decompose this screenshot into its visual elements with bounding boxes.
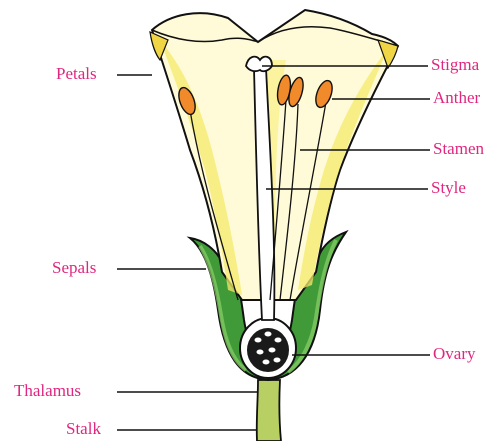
label-stigma: Stigma (431, 55, 479, 75)
stalk-shape (257, 380, 281, 441)
label-anther: Anther (433, 88, 480, 108)
label-style: Style (431, 178, 466, 198)
label-petals: Petals (56, 64, 97, 84)
label-sepals: Sepals (52, 258, 96, 278)
label-stamen: Stamen (433, 139, 484, 159)
stigma-shape (246, 57, 272, 72)
label-ovary: Ovary (433, 344, 475, 364)
label-thalamus: Thalamus (14, 381, 81, 401)
label-stalk: Stalk (66, 419, 101, 439)
